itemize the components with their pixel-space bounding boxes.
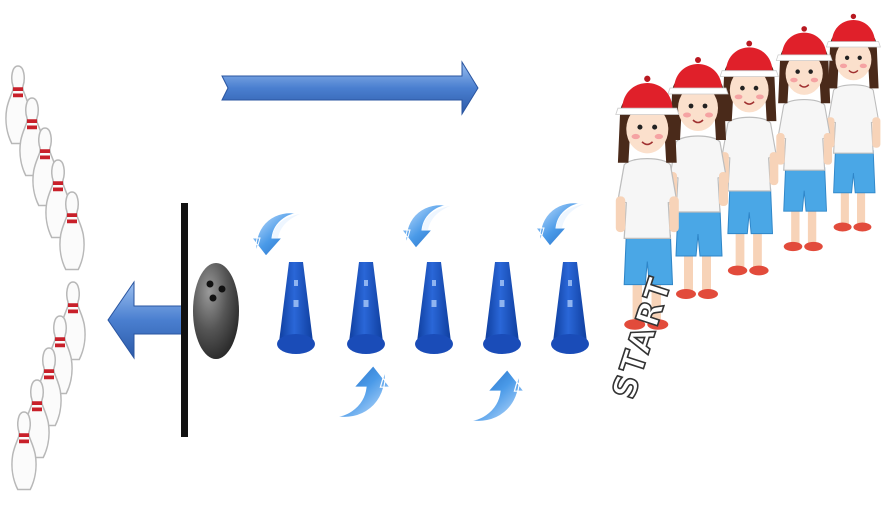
child-icon [720, 41, 778, 276]
curved-arrow-icon [536, 203, 584, 246]
cone-icon [483, 262, 521, 354]
curved-arrow-icon [402, 205, 450, 248]
cone-icon [551, 262, 589, 354]
curved-arrow-icon [332, 366, 390, 418]
cones-row [277, 262, 589, 354]
child-icon [826, 14, 880, 232]
child-icon [776, 26, 832, 251]
cone-icon [277, 262, 315, 354]
foul-line [181, 203, 188, 437]
curved-arrow-icon [252, 213, 300, 256]
direction-arrow-left-icon [108, 282, 182, 358]
direction-arrow-right-icon [222, 62, 478, 114]
bowling-pins [6, 66, 85, 490]
bowling-ball-icon [193, 263, 239, 359]
child-icon [668, 57, 728, 299]
cone-icon [347, 262, 385, 354]
curved-arrow-icon [466, 370, 524, 422]
cone-icon [415, 262, 453, 354]
